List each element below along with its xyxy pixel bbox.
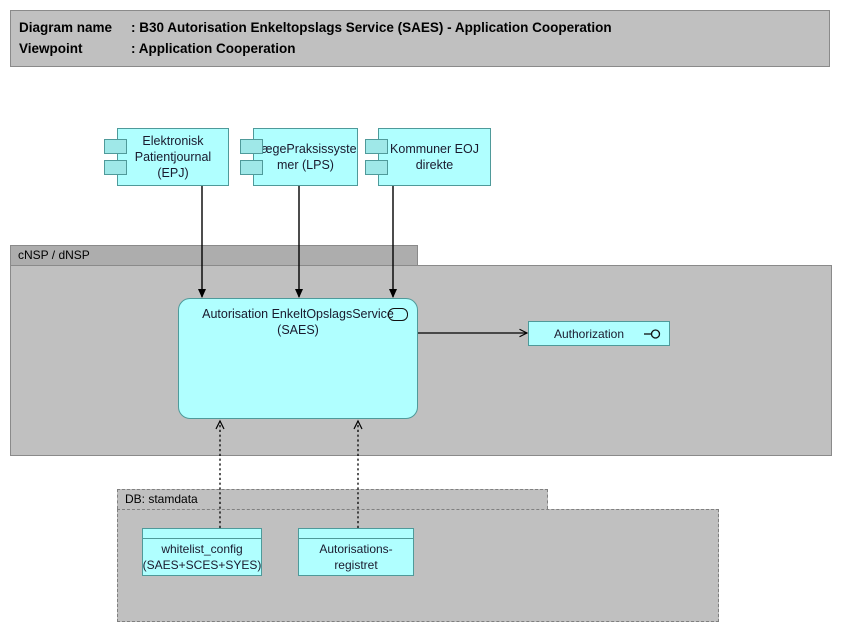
group-db-stamdata-label: DB: stamdata xyxy=(117,489,548,509)
application-component-kommuner-eoj-label: Kommuner EOJ direkte xyxy=(378,128,491,186)
data-object-header-strip xyxy=(143,529,261,539)
component-tab-icon xyxy=(240,160,263,175)
application-service-oval-icon xyxy=(388,308,408,321)
data-object-whitelist-config[interactable]: whitelist_config (SAES+SCES+SYES) xyxy=(142,528,262,576)
group-cnsp-dnsp-body xyxy=(10,265,832,456)
viewpoint-label: Viewpoint xyxy=(19,41,83,56)
component-tab-icon xyxy=(365,139,388,154)
lollipop-interface-icon xyxy=(644,328,661,339)
interface-authorization-label: Authorization xyxy=(553,326,625,341)
diagram-header: Diagram name: B30 Autorisation Enkeltops… xyxy=(10,10,830,67)
application-component-epj-label: Elektronisk Patientjournal (EPJ) xyxy=(117,128,229,186)
viewpoint-value: Application Cooperation xyxy=(138,41,296,56)
data-object-autorisationsregistret-label: Autorisations- registret xyxy=(319,542,393,572)
diagram-name-row: Diagram name: B30 Autorisation Enkeltops… xyxy=(19,17,829,38)
diagram-name-value: B30 Autorisation Enkeltopslags Service (… xyxy=(139,20,612,35)
viewpoint-row: Viewpoint: Application Cooperation xyxy=(19,38,829,59)
component-tab-icon xyxy=(104,160,127,175)
component-tab-icon xyxy=(240,139,263,154)
data-object-autorisationsregistret[interactable]: Autorisations- registret xyxy=(298,528,414,576)
application-component-lps-label: LægePraksissyste mer (LPS) xyxy=(253,128,358,186)
viewpoint-separator: : xyxy=(131,41,139,56)
application-service-saes-label: Autorisation EnkeltOpslagsService (SAES) xyxy=(202,307,394,337)
interface-authorization[interactable]: Authorization xyxy=(528,321,670,346)
application-service-saes[interactable]: Autorisation EnkeltOpslagsService (SAES) xyxy=(178,298,418,419)
group-cnsp-dnsp[interactable]: cNSP / dNSP xyxy=(10,245,832,456)
application-component-kommuner-eoj[interactable]: Kommuner EOJ direkte xyxy=(365,128,491,186)
data-object-whitelist-config-label: whitelist_config (SAES+SCES+SYES) xyxy=(142,542,262,572)
data-object-header-strip xyxy=(299,529,413,539)
application-component-epj[interactable]: Elektronisk Patientjournal (EPJ) xyxy=(104,128,229,186)
diagram-name-separator: : xyxy=(131,20,140,35)
diagram-name-label: Diagram name xyxy=(19,20,113,35)
application-component-lps[interactable]: LægePraksissyste mer (LPS) xyxy=(240,128,358,186)
component-tab-icon xyxy=(104,139,127,154)
group-cnsp-dnsp-label: cNSP / dNSP xyxy=(10,245,418,265)
component-tab-icon xyxy=(365,160,388,175)
